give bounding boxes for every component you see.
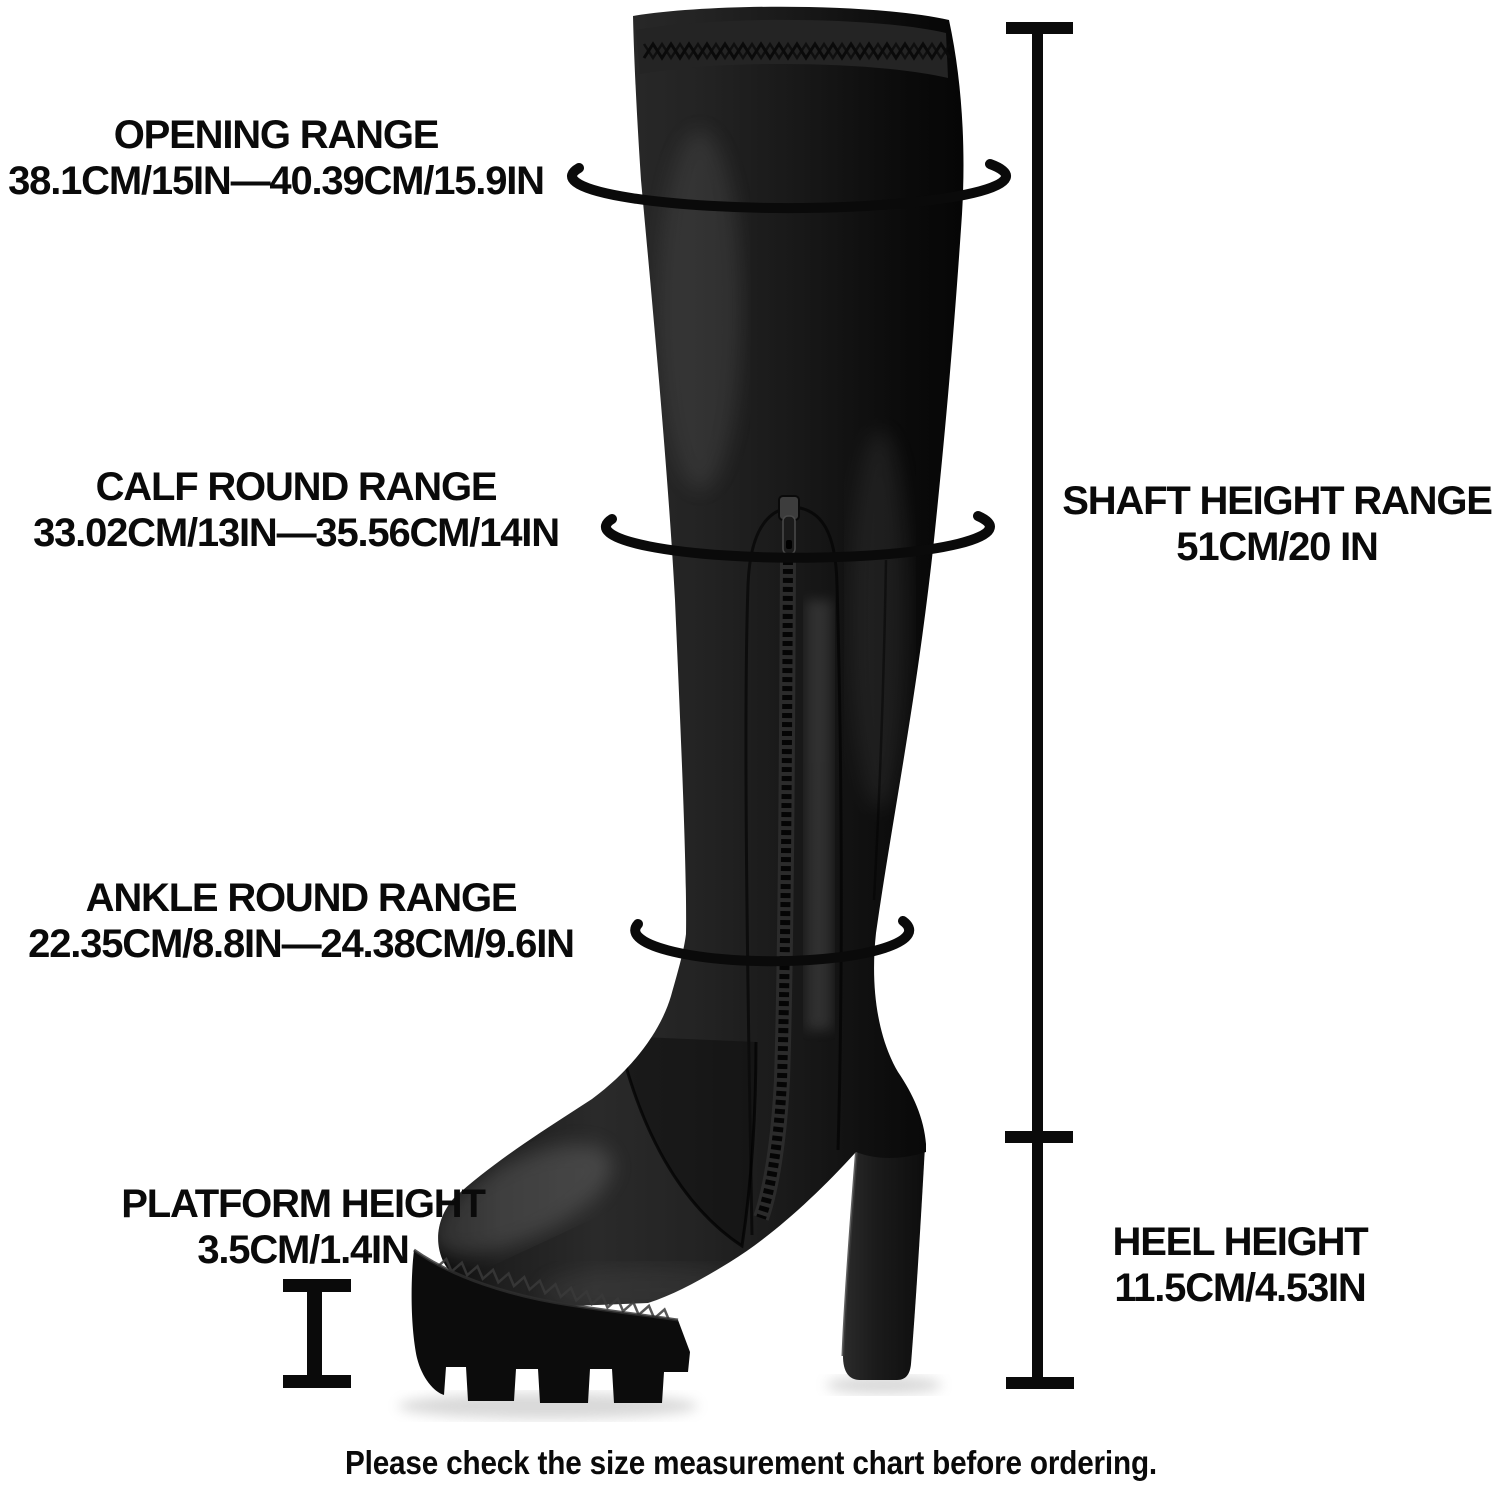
platform-height-title: PLATFORM HEIGHT — [121, 1182, 486, 1226]
opening-range-title: OPENING RANGE — [113, 113, 440, 157]
ruler-bottom-cap — [1006, 1377, 1074, 1389]
heel-block — [841, 1142, 926, 1380]
shaft-height-range-label: SHAFT HEIGHT RANGE 51CM/20 IN — [1062, 478, 1493, 570]
ankle-gusset — [616, 1035, 758, 1249]
size-check-note-text: Please check the size measurement chart … — [345, 1444, 1157, 1481]
heel-height-label: HEEL HEIGHT 11.5CM/4.53IN — [1112, 1219, 1369, 1311]
welt-stitching — [435, 1257, 671, 1323]
calf-round-range-title: CALF ROUND RANGE — [95, 465, 498, 509]
ankle-round-range-value: 22.35CM/8.8IN—24.38CM/9.6IN — [28, 922, 575, 966]
opening-range-value: 38.1CM/15IN—40.39CM/15.9IN — [8, 159, 545, 203]
calf-round-range-label: CALF ROUND RANGE 33.02CM/13IN—35.56CM/14… — [33, 464, 560, 556]
ankle-round-range-title: ANKLE ROUND RANGE — [85, 876, 518, 920]
ankle-girth-loop — [630, 916, 915, 967]
collar-stitch-band — [636, 19, 952, 78]
platform-height-value: 3.5CM/1.4IN — [197, 1228, 410, 1272]
shaft-height-range-title: SHAFT HEIGHT RANGE — [1062, 479, 1493, 523]
zipper — [753, 495, 800, 1221]
ruler-top-cap — [1006, 22, 1073, 34]
platform-height-ruler — [283, 1279, 351, 1388]
platform-height-label: PLATFORM HEIGHT 3.5CM/1.4IN — [121, 1181, 486, 1273]
calf-girth-loop — [600, 511, 995, 563]
platform-sole — [411, 1248, 690, 1403]
heel-height-title: HEEL HEIGHT — [1112, 1220, 1369, 1264]
heel-height-value: 11.5CM/4.53IN — [1114, 1266, 1366, 1310]
shaft-heel-height-ruler — [1005, 22, 1074, 1389]
shaft-height-range-value: 51CM/20 IN — [1176, 525, 1379, 569]
boot-sheen — [438, 130, 910, 1308]
opening-range-label: OPENING RANGE 38.1CM/15IN—40.39CM/15.9IN — [8, 112, 545, 204]
opening-girth-loop — [567, 159, 1011, 214]
boot-upper — [435, 6, 964, 1323]
ruler-middle-cap — [1005, 1131, 1073, 1143]
calf-round-range-value: 33.02CM/13IN—35.56CM/14IN — [33, 511, 560, 555]
measurement-marks — [283, 22, 1074, 1389]
size-check-note: Please check the size measurement chart … — [300, 1444, 1202, 1482]
ankle-round-range-label: ANKLE ROUND RANGE 22.35CM/8.8IN—24.38CM/… — [28, 875, 575, 967]
